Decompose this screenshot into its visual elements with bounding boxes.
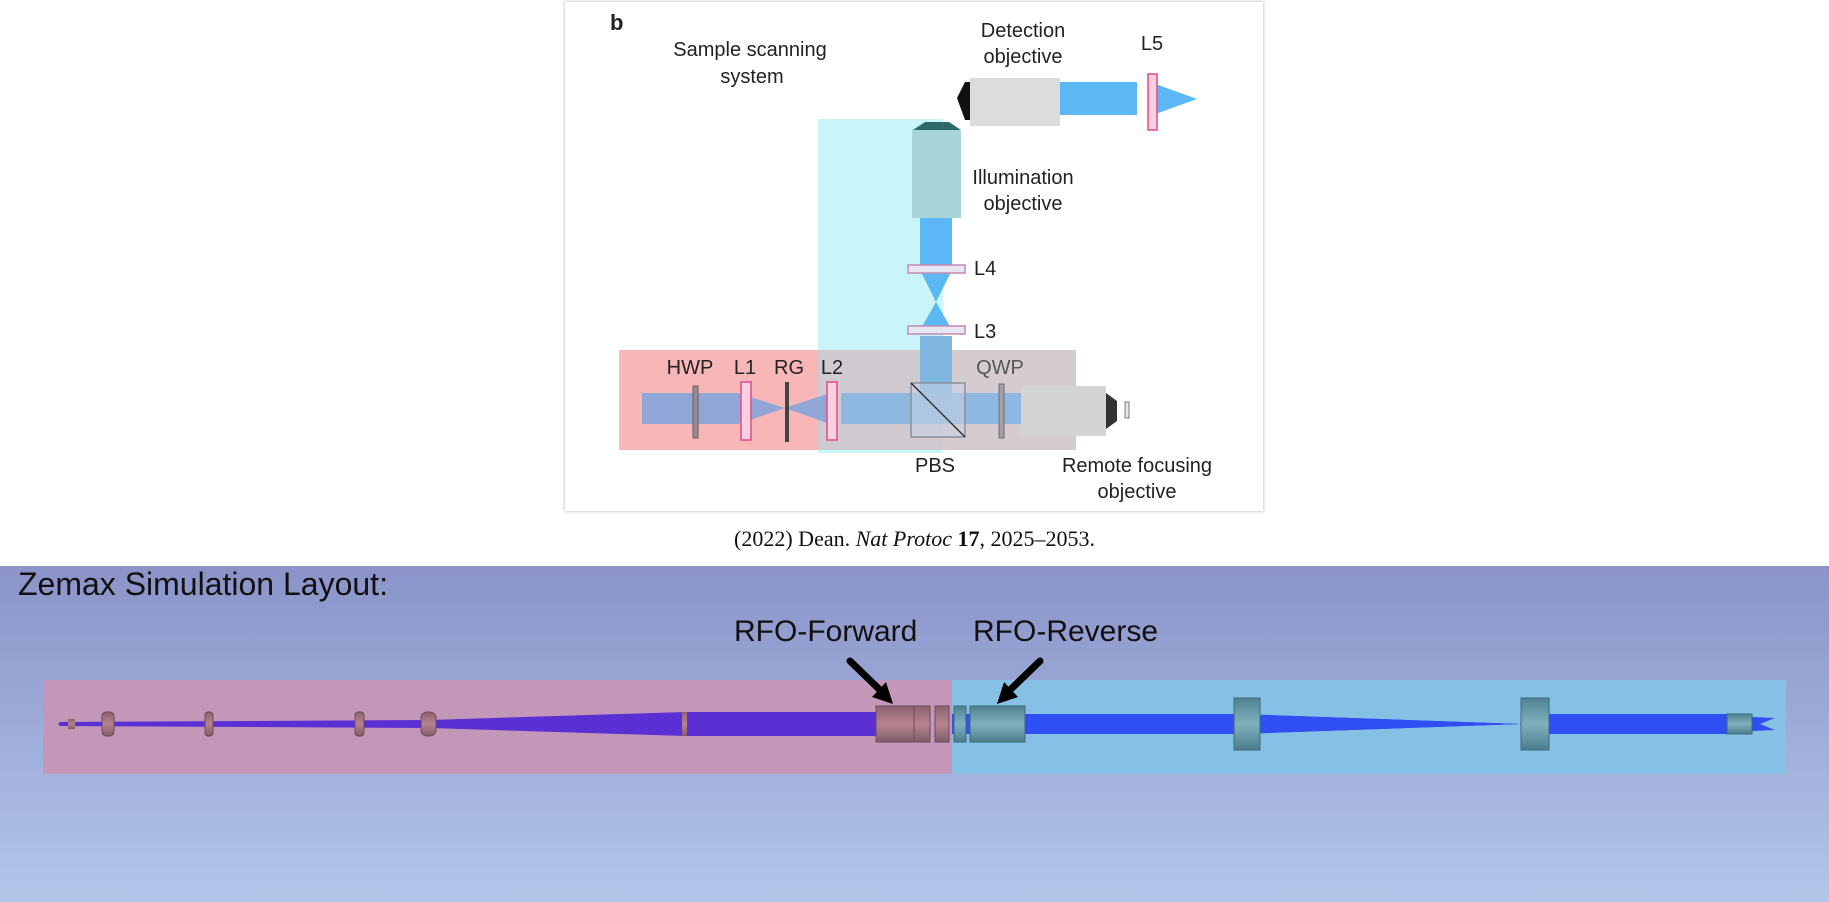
label-l3: L3	[974, 321, 996, 343]
label-l1: L1	[734, 357, 756, 379]
illumination-objective-tip	[913, 122, 961, 130]
label-illumination-1: Illumination	[972, 167, 1073, 189]
beam-segment	[698, 393, 738, 424]
remote-objective-body	[1021, 386, 1106, 436]
vertical-beam-diverge	[920, 302, 952, 330]
label-l2: L2	[821, 357, 843, 379]
rfo-forward-objective-part	[913, 705, 931, 743]
l4-lens	[907, 264, 966, 274]
hwp-plate	[692, 385, 699, 439]
label-detection-2: objective	[984, 46, 1063, 68]
reverse-lens	[1233, 697, 1261, 751]
remote-objective-tip	[1106, 393, 1117, 429]
citation-pages: , 2025–2053.	[979, 526, 1095, 551]
reverse-beam-2	[1240, 714, 1730, 734]
l2-lens	[826, 381, 838, 441]
detection-focus-beam	[1150, 82, 1197, 116]
citation-journal: Nat Protoc	[855, 526, 952, 551]
qwp-plate	[998, 383, 1005, 439]
vertical-beam-top	[920, 212, 952, 268]
zemax-title: Zemax Simulation Layout:	[18, 566, 388, 602]
detection-beam	[1050, 82, 1137, 115]
l1-lens	[740, 381, 752, 441]
forward-beam	[58, 712, 880, 736]
zemax-layout-diagram: RFO-Forward RFO-Reverse	[43, 615, 1786, 774]
illumination-objective-body	[912, 130, 961, 218]
label-rfo-reverse: RFO-Reverse	[973, 615, 1158, 648]
citation-year-author: (2022) Dean.	[734, 526, 851, 551]
label-detection-1: Detection	[981, 20, 1066, 42]
citation: (2022) Dean. Nat Protoc 17, 2025–2053.	[0, 526, 1829, 552]
label-hwp: HWP	[667, 357, 714, 379]
forward-lens	[101, 711, 115, 737]
label-remote-1: Remote focusing	[1062, 455, 1212, 477]
diverging-beam	[785, 393, 830, 424]
label-remote-2: objective	[1098, 481, 1177, 503]
l5-lens	[1147, 73, 1158, 131]
label-illumination-2: objective	[984, 193, 1063, 215]
label-l4: L4	[974, 258, 996, 280]
label-sample-scanning-2: system	[720, 66, 783, 88]
arrow-rfo-reverse	[997, 657, 1044, 704]
detection-objective-body	[970, 78, 1060, 126]
label-pbs: PBS	[915, 455, 955, 477]
rfo-forward-objective-part	[934, 705, 950, 743]
panel-letter: b	[610, 10, 623, 35]
reverse-lens	[1520, 697, 1550, 751]
label-rg: RG	[774, 357, 804, 379]
label-l5: L5	[1141, 33, 1163, 55]
vertical-beam-converge	[920, 270, 952, 302]
schematic-figure-panel: b Sample scanning system Detection objec…	[565, 2, 1263, 511]
input-beam	[642, 393, 698, 424]
rfo-forward-objective	[875, 705, 915, 743]
forward-lens	[354, 711, 365, 737]
forward-element	[68, 719, 75, 729]
l3-lens	[907, 325, 966, 335]
remote-mirror	[1124, 401, 1130, 419]
optical-schematic: b Sample scanning system Detection objec…	[610, 10, 1212, 503]
citation-volume: 17	[957, 526, 980, 551]
rfo-reverse-objective	[969, 705, 1026, 743]
label-rfo-forward: RFO-Forward	[734, 615, 917, 648]
rfo-reverse-objective-part	[953, 705, 967, 743]
arrow-rfo-forward	[846, 657, 893, 704]
detection-objective-tip	[957, 82, 971, 120]
forward-lens	[204, 711, 214, 737]
zemax-panel: Zemax Simulation Layout:	[0, 566, 1829, 902]
reverse-end-element	[1726, 713, 1753, 735]
label-qwp: QWP	[976, 357, 1024, 379]
forward-lens	[420, 711, 437, 737]
rg-grating	[785, 382, 789, 442]
forward-lens	[682, 712, 687, 736]
pbs-diagonal	[910, 382, 966, 438]
label-sample-scanning-1: Sample scanning	[673, 39, 826, 61]
